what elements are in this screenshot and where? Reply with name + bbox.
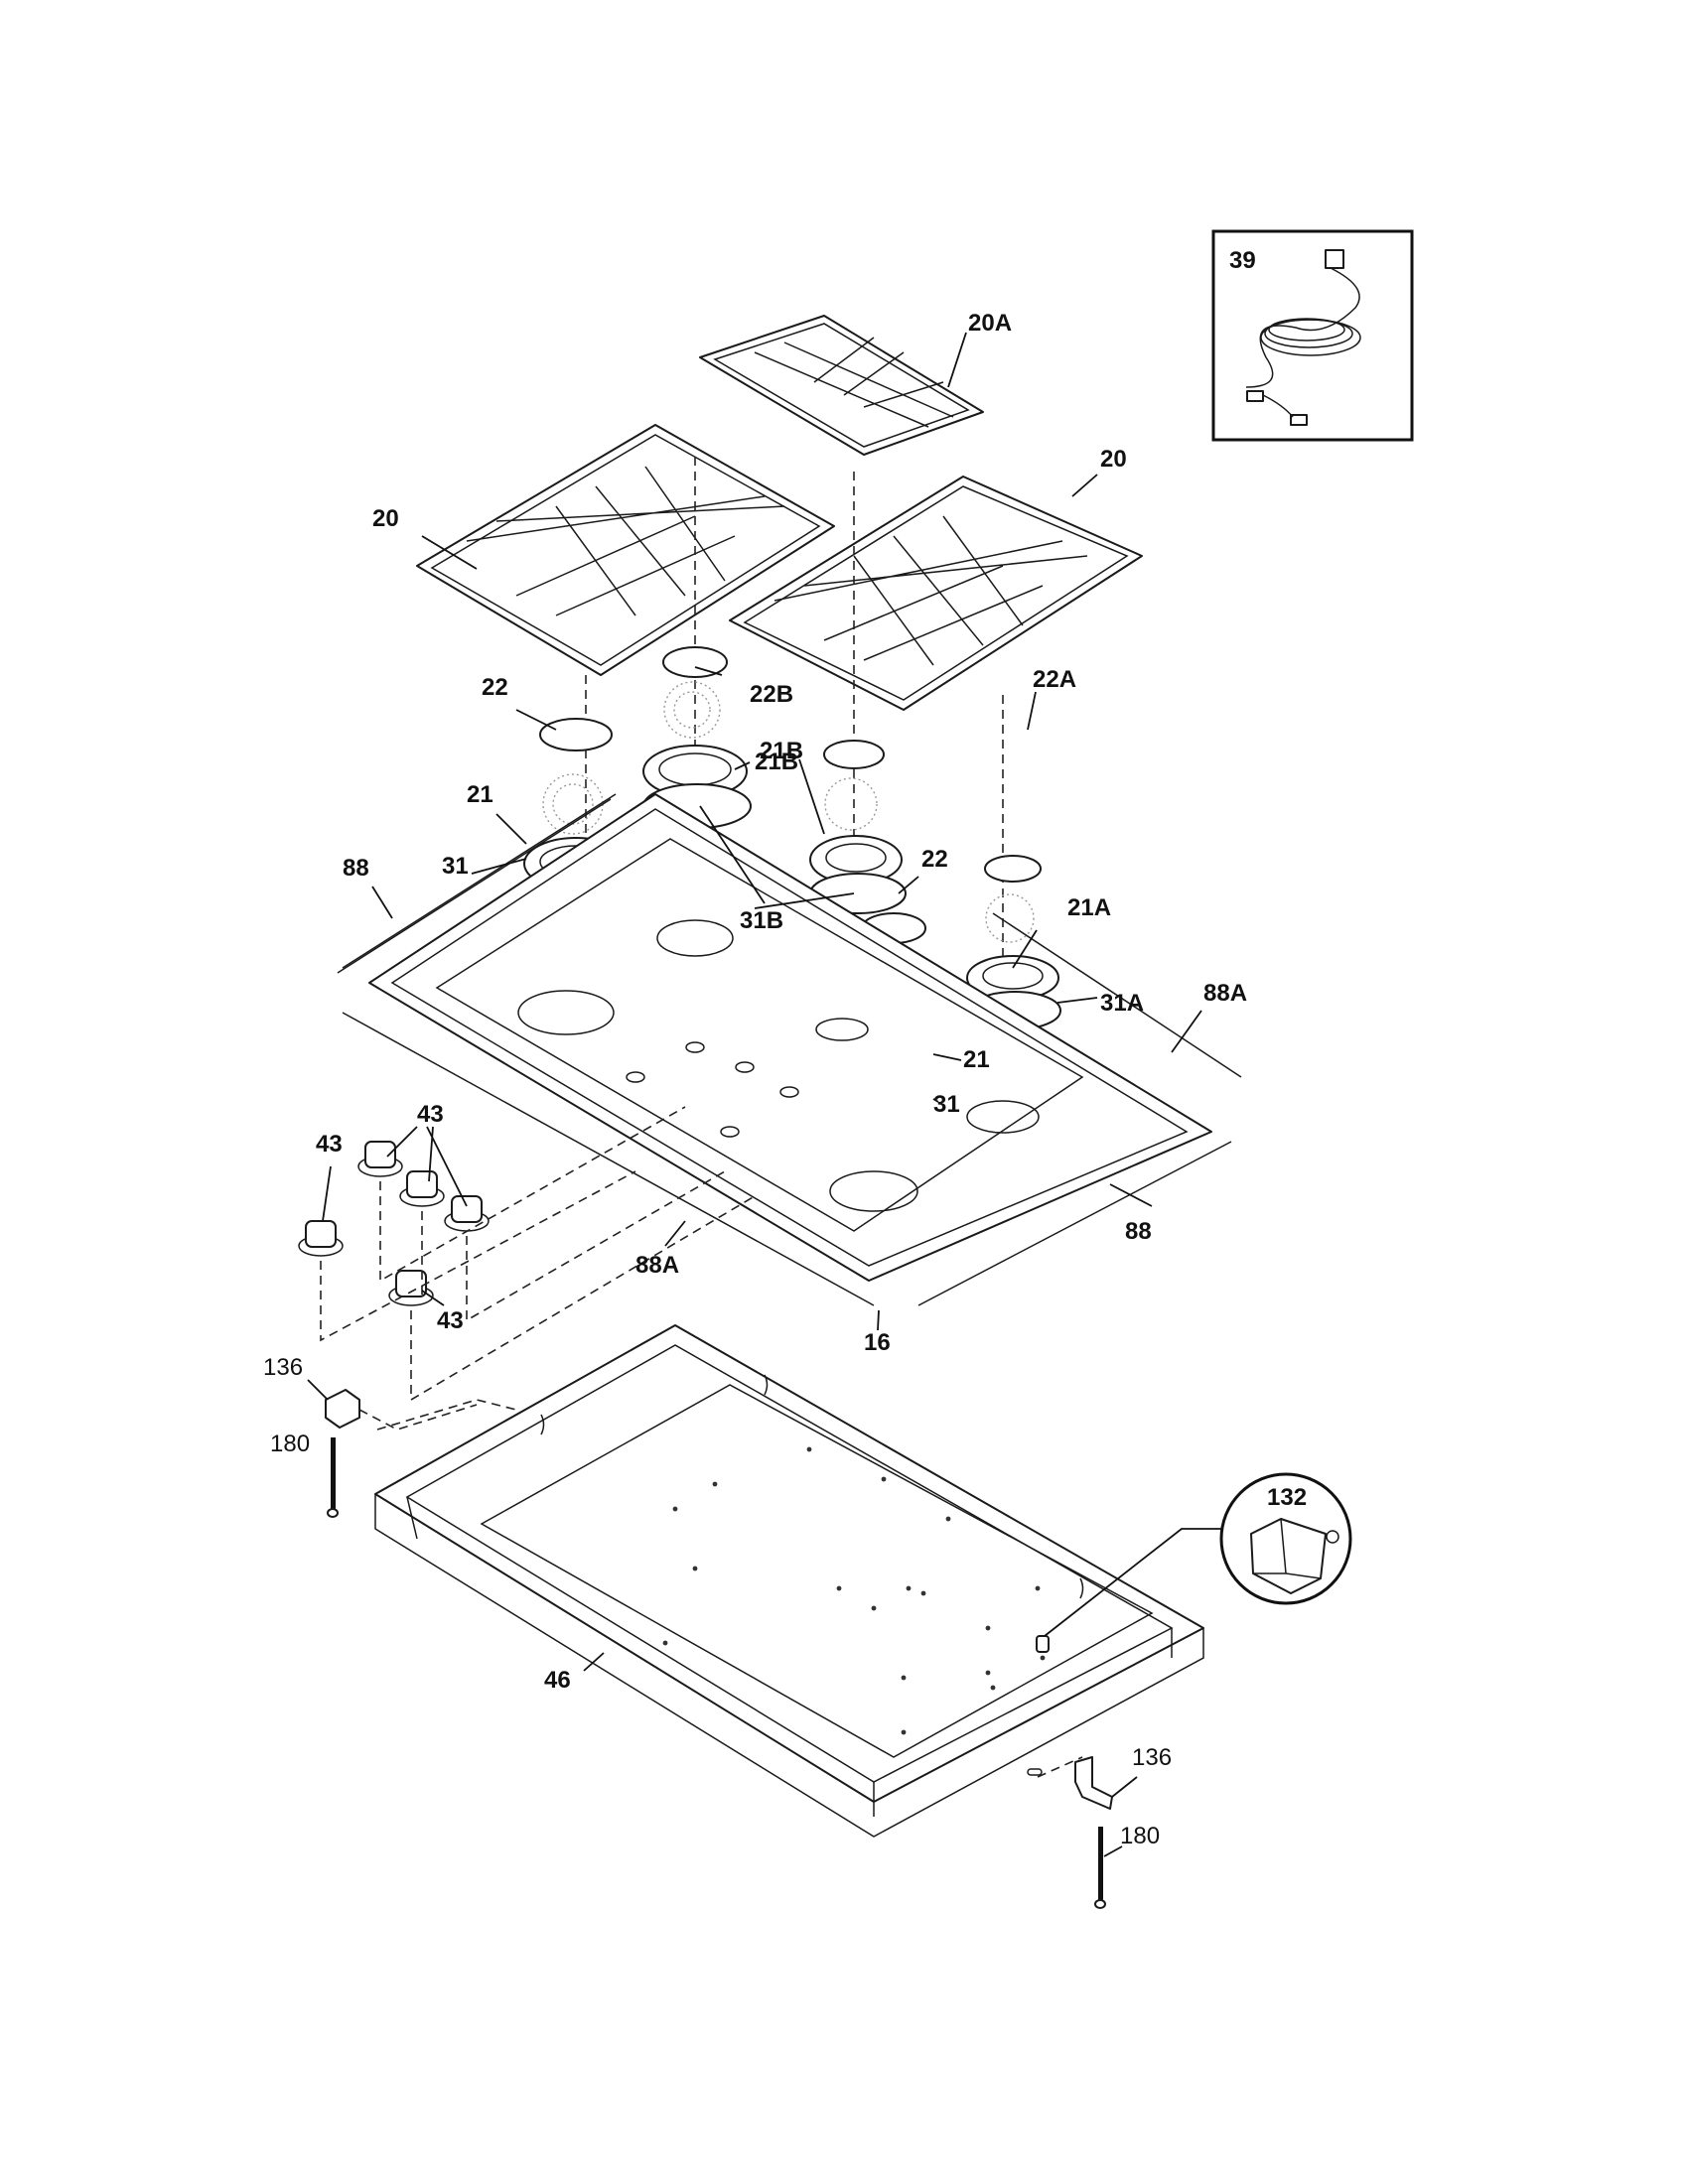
callout-46: 46 — [544, 1667, 571, 1694]
screw-180-right — [1094, 1827, 1106, 1909]
callout-20-left: 20 — [372, 505, 399, 532]
callout-20-right: 20 — [1100, 446, 1127, 473]
grate-20-right — [729, 476, 1143, 711]
trim-88A-front — [342, 1012, 875, 1306]
grate-20A — [699, 315, 984, 456]
callout-43-bottom: 43 — [437, 1307, 464, 1334]
cooktop-top-16 — [368, 793, 1212, 1282]
callout-43-left: 43 — [316, 1131, 343, 1158]
knobs-43 — [298, 1141, 490, 1306]
callout-31-left: 31 — [442, 853, 469, 880]
callout-180-right: 180 — [1120, 1823, 1160, 1849]
screw-180-left — [327, 1437, 339, 1518]
callout-22A: 22A — [1033, 666, 1076, 693]
callout-31-front: 31 — [933, 1091, 960, 1118]
power-cord-inset — [1211, 229, 1414, 442]
callout-31A: 31A — [1100, 990, 1144, 1017]
callout-136-left: 136 — [263, 1354, 303, 1381]
burner-box-46 — [374, 1324, 1204, 1838]
callout-22-left: 22 — [482, 674, 508, 701]
callout-20A: 20A — [968, 310, 1012, 337]
callout-39: 39 — [1229, 247, 1256, 274]
callout-180-left: 180 — [270, 1431, 310, 1457]
callout-22B: 22B — [750, 681, 793, 708]
part-132-inset — [1219, 1472, 1352, 1605]
callout-88-front: 88 — [1125, 1218, 1152, 1245]
callout-21B-top: 21B — [755, 749, 798, 775]
callout-88-left: 88 — [343, 855, 369, 882]
trim-88-left — [342, 793, 617, 969]
callout-136-right: 136 — [1132, 1744, 1172, 1771]
callout-21-front: 21 — [963, 1046, 990, 1073]
callout-21B-mid: 21B — [760, 738, 803, 764]
callout-21-left: 21 — [467, 781, 493, 808]
trim-88A-right — [992, 912, 1242, 1078]
callout-132: 132 — [1267, 1484, 1307, 1511]
callout-22-mid: 22 — [921, 846, 948, 873]
callout-16: 16 — [864, 1329, 891, 1356]
callout-21A: 21A — [1067, 894, 1111, 921]
callout-88A-right: 88A — [1203, 980, 1247, 1007]
bracket-136-right — [1074, 1756, 1113, 1810]
callout-31B: 31B — [740, 907, 783, 934]
trim-88-front — [917, 1141, 1232, 1306]
callout-43-top: 43 — [417, 1101, 444, 1128]
callout-88A-front: 88A — [635, 1252, 679, 1279]
grate-20-left — [416, 424, 835, 676]
bracket-136-left — [325, 1389, 360, 1429]
